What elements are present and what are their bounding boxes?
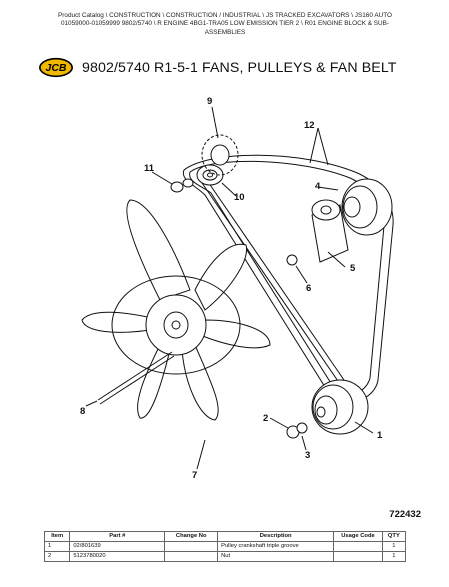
- cell-change-no: [164, 551, 219, 562]
- callout-5: 5: [350, 263, 356, 274]
- breadcrumb-line-3: ASSEMBLIES: [204, 28, 246, 36]
- table-row[interactable]: 2 5123780020 Nut 1: [43, 551, 407, 562]
- table-row[interactable]: 1 02/801639 Pulley crankshaft triple gro…: [43, 541, 407, 552]
- fan-spacer: [311, 199, 349, 263]
- nut: [170, 181, 184, 193]
- callout-10: 10: [234, 192, 245, 203]
- bolt-head: [286, 254, 298, 266]
- callout-9: 9: [207, 96, 212, 107]
- jcb-logo: JCB: [39, 57, 73, 78]
- table-header-row: Item Part # Change No Description Usage …: [43, 531, 407, 542]
- col-header-item: Item: [43, 531, 71, 542]
- callout-4: 4: [315, 181, 321, 192]
- parts-table: Item Part # Change No Description Usage …: [43, 531, 407, 562]
- col-header-part: Part #: [69, 531, 166, 542]
- callout-8: 8: [80, 406, 85, 417]
- figure-id: 722432: [389, 509, 421, 520]
- col-header-usage-code: Usage Code: [333, 531, 383, 542]
- breadcrumb: Product Catalog \ CONSTRUCTION \ CONSTRU…: [40, 12, 410, 37]
- crankshaft-pulley: [311, 379, 369, 435]
- cell-usage-code: [333, 541, 383, 552]
- breadcrumb-line-2: 01059000-01059999 9802/5740 \ R ENGINE 4…: [60, 20, 390, 28]
- col-header-change-no: Change No: [164, 531, 219, 542]
- cell-item: 2: [43, 551, 71, 562]
- water-pump-pulley: [341, 178, 393, 236]
- cell-qty: 1: [381, 551, 407, 562]
- cell-item: 1: [43, 541, 71, 552]
- callout-12: 12: [304, 120, 315, 131]
- page-title: 9802/5740 R1-5-1 FANS, PULLEYS & FAN BEL…: [82, 60, 397, 76]
- col-header-qty: QTY: [381, 531, 407, 542]
- cell-part[interactable]: 02/801639: [69, 541, 166, 552]
- cell-qty: 1: [381, 541, 407, 552]
- callout-2: 2: [263, 413, 268, 424]
- cooling-fan: [81, 199, 271, 421]
- fan-belt: [182, 154, 394, 403]
- cell-change-no: [164, 541, 219, 552]
- col-header-description: Description: [217, 531, 335, 542]
- cell-description: Pulley crankshaft triple groove: [217, 541, 335, 552]
- callout-6: 6: [306, 283, 311, 294]
- callout-1: 1: [377, 430, 383, 441]
- washer: [182, 178, 194, 188]
- callout-3: 3: [305, 450, 310, 461]
- cell-part[interactable]: 5123780020: [69, 551, 166, 562]
- washer-crank: [296, 422, 308, 434]
- cell-usage-code: [333, 551, 383, 562]
- title-row: JCB 9802/5740 R1-5-1 FANS, PULLEYS & FAN…: [38, 56, 418, 82]
- cell-description: Nut: [217, 551, 335, 562]
- breadcrumb-line-1: Product Catalog \ CONSTRUCTION \ CONSTRU…: [58, 12, 392, 19]
- alternator-fan: [201, 134, 239, 176]
- callout-7: 7: [192, 470, 197, 481]
- fan-bolt: [97, 351, 175, 405]
- logo-text: JCB: [45, 62, 66, 74]
- exploded-parts-diagram: 9 12 11 10 4 5 6 8 2 3 1 7: [80, 96, 394, 481]
- callout-11: 11: [144, 163, 155, 174]
